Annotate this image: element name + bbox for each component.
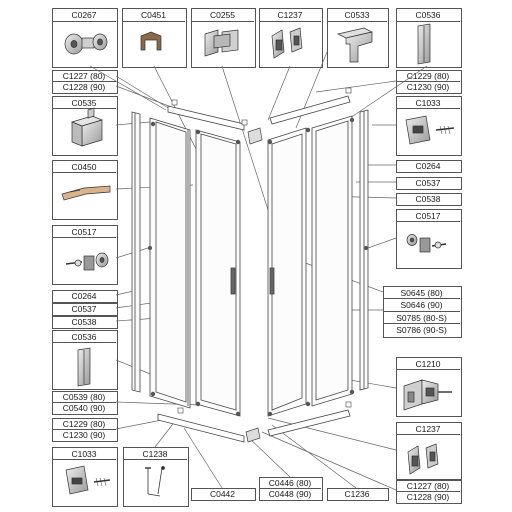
left-fixed-panel bbox=[149, 117, 191, 409]
label-box-c0537-right bbox=[396, 177, 462, 190]
label-c0450: C0450 bbox=[71, 162, 97, 172]
part-c1238-drawing bbox=[145, 466, 165, 497]
label-c1238: C1238 bbox=[142, 449, 168, 459]
label-c0536-left: C0536 bbox=[71, 332, 97, 342]
part-c0536-top-drawing bbox=[417, 23, 431, 65]
label-c1227-right: C1227 (80) bbox=[406, 481, 450, 491]
top-rail-right bbox=[269, 95, 351, 125]
label-c1230-right: C1230 (90) bbox=[406, 82, 450, 92]
part-c0536-left-drawing bbox=[77, 347, 91, 387]
label-c0540: C0540 (90) bbox=[62, 403, 106, 413]
part-box-c0255 bbox=[191, 8, 256, 68]
label-c0535: C0535 bbox=[71, 98, 97, 108]
label-box-c0537-left bbox=[52, 303, 118, 316]
part-c0517-right-drawing bbox=[406, 234, 447, 253]
part-c0451-drawing bbox=[140, 31, 162, 51]
label-c0537-right: C0537 bbox=[415, 178, 441, 188]
label-s0786: S0786 (90-S) bbox=[396, 325, 447, 335]
part-c0450-drawing bbox=[61, 185, 111, 201]
label-c0446: C0446 (80) bbox=[268, 478, 312, 488]
left-wall-profile bbox=[131, 111, 141, 393]
part-c0267-drawing bbox=[64, 33, 108, 55]
label-c0537-left: C0537 bbox=[71, 304, 97, 314]
label-c0538-right: C0538 bbox=[415, 194, 441, 204]
label-box-c0264-right bbox=[396, 160, 462, 173]
label-c0517-right: C0517 bbox=[415, 211, 441, 221]
label-c0533: C0533 bbox=[344, 10, 370, 20]
label-box-c0264-left bbox=[52, 290, 118, 303]
label-c1230-left: C1230 (90) bbox=[62, 430, 106, 440]
label-c1237-top: C1237 bbox=[277, 10, 303, 20]
part-c1033-left-drawing bbox=[65, 465, 111, 495]
label-s0646: S0646 (90) bbox=[400, 300, 443, 310]
label-c0264-right: C0264 bbox=[415, 161, 441, 171]
corner-piece-bottom bbox=[245, 427, 261, 443]
label-c0448: C0448 (90) bbox=[268, 489, 312, 499]
label-c1033-left: C1033 bbox=[71, 449, 97, 459]
frame-rollers bbox=[148, 117, 368, 417]
label-s0645: S0645 (80) bbox=[400, 288, 443, 298]
label-c0538-left: C0538 bbox=[71, 317, 97, 327]
part-c0255-drawing bbox=[204, 29, 239, 57]
right-fixed-panel bbox=[311, 115, 353, 407]
label-c1236: C1236 bbox=[344, 489, 370, 499]
label-c1229-right: C1229 (80) bbox=[406, 71, 450, 81]
part-c0535-drawing bbox=[70, 107, 104, 147]
label-box-c0538-right bbox=[396, 193, 462, 206]
label-box-c1229-c1230-left bbox=[52, 418, 118, 442]
part-box-c1238 bbox=[123, 447, 189, 507]
label-box-c1227-c1228-right bbox=[396, 480, 462, 504]
label-box-c1236 bbox=[327, 488, 389, 501]
label-c0451: C0451 bbox=[140, 10, 167, 20]
label-c1228-right: C1228 (90) bbox=[406, 492, 450, 502]
label-box-c1229-c1230-right bbox=[396, 70, 462, 94]
label-c1228-left: C1228 (90) bbox=[62, 82, 106, 92]
part-c1237-right-drawing bbox=[407, 443, 439, 475]
label-c1229-left: C1229 (80) bbox=[62, 419, 106, 429]
label-c0517-left: C0517 bbox=[71, 227, 97, 237]
part-c1237-top-drawing bbox=[271, 27, 303, 59]
label-c0264-left: C0264 bbox=[71, 291, 97, 301]
right-door-panel bbox=[267, 127, 307, 417]
label-c1033-right: C1033 bbox=[415, 98, 441, 108]
label-c1227-left: C1227 (80) bbox=[62, 71, 106, 81]
label-box-s-codes bbox=[383, 286, 462, 338]
label-c1237-right: C1237 bbox=[415, 424, 441, 434]
label-c0267: C0267 bbox=[71, 10, 97, 20]
label-c0536-top: C0536 bbox=[415, 10, 441, 20]
part-c1210-drawing bbox=[403, 379, 452, 411]
label-box-c0442 bbox=[191, 488, 256, 501]
label-c1210: C1210 bbox=[415, 359, 441, 369]
label-box-c0446-c0448 bbox=[259, 477, 323, 501]
part-c0533-drawing bbox=[336, 27, 374, 63]
label-c0255: C0255 bbox=[209, 10, 236, 20]
part-c1033-right-drawing bbox=[405, 115, 455, 145]
top-rail-left bbox=[167, 105, 245, 131]
label-box-c0539-c0540 bbox=[52, 391, 118, 415]
label-box-c1227-c1228-left bbox=[52, 70, 118, 94]
bottom-rail-left bbox=[157, 413, 245, 443]
label-box-c0538-left bbox=[52, 316, 118, 329]
right-wall-profile bbox=[359, 109, 369, 391]
part-box-c0517-left bbox=[52, 225, 118, 285]
label-s0785: S0785 (80-S) bbox=[396, 313, 447, 323]
corner-piece-top bbox=[247, 127, 263, 145]
leader-lines bbox=[89, 51, 428, 491]
label-c0539: C0539 (80) bbox=[62, 392, 106, 402]
part-c0517-left-drawing bbox=[65, 252, 109, 271]
bottom-rail-right bbox=[267, 409, 351, 437]
left-door-panel bbox=[195, 129, 241, 417]
label-c0442: C0442 bbox=[209, 489, 236, 499]
small-end-caps bbox=[171, 87, 352, 414]
